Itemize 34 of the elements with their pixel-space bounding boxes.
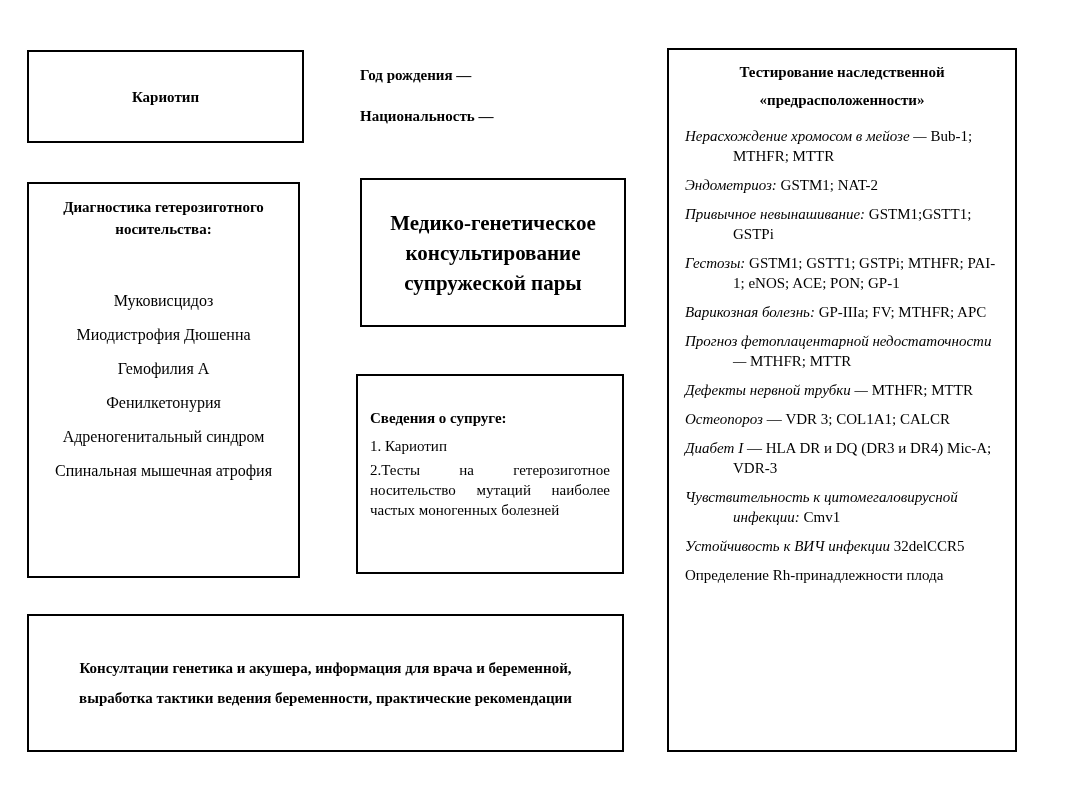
spouse-info-box	[356, 374, 624, 574]
form-field-label: Национальность —	[360, 107, 494, 126]
test-entry: Остеопороз — VDR 3; COL1A1; CALCR	[685, 410, 952, 429]
box-text: Кариотип	[131, 87, 200, 107]
disease-name: Спинальная мышечная атрофия	[54, 461, 272, 481]
test-entry: Нерасхождение хромосом в мейозе — Bub-1; MTHFR; MTTR	[685, 127, 974, 166]
box-heading: Диагностика гетерозиготного носительства:	[62, 198, 265, 239]
central-title: Медико-генетическое консультирование супружеской пары	[389, 209, 597, 297]
disease-name: Миодистрофия Дюшенна	[76, 325, 251, 345]
diagnostics-box	[27, 182, 300, 578]
test-entry: Чувствительность к цитомегаловирусной инфекции: Cmv1	[685, 488, 959, 527]
test-entry: Устойчивость к ВИЧ инфекции 32delCCR5	[685, 537, 966, 556]
central-box	[360, 178, 626, 327]
info-item: 1. Кариотип	[370, 437, 448, 456]
test-entry: Привычное невынашивание: GSTM1;GSTT1; GSTPi	[685, 205, 973, 244]
test-entry: Гестозы: GSTM1; GSTT1; GSTPi; MTHFR; PAI-1; eNOS; ACE; PON; GP-1	[685, 254, 997, 293]
test-entry: Диабет I — HLA DR и DQ (DR3 и DR4) Mic-A; VDR-3	[685, 439, 993, 478]
disease-name: Гемофилия А	[117, 359, 210, 379]
text-box	[27, 50, 304, 143]
box-heading: Сведения о супруге:	[370, 409, 508, 428]
box-heading: Тестирование наследственной «предрасположенности»	[738, 63, 946, 110]
info-item: 2.Тесты на гетерозиготное носительство мутаций наиболее частых моногенных болезней	[370, 461, 610, 520]
box-text: Консултации генетика и акушера, информация для врача и беременной, выработка тактики ведения беременности, практические рекомендации	[78, 659, 573, 708]
disease-name: Муковисцидоз	[113, 291, 214, 311]
disease-name: Фенилкетонурия	[106, 393, 221, 413]
text-box	[27, 614, 624, 752]
test-entry: Прогноз фетоплацентарной недостаточности — MTHFR; MTTR	[685, 332, 993, 371]
testing-box	[667, 48, 1017, 752]
test-entry: Варикозная болезнь: GP-IIIa; FV; MTHFR; APC	[685, 303, 988, 322]
form-field-label: Год рождения —	[360, 66, 472, 85]
disease-name: Адреногенитальный синдром	[62, 427, 265, 447]
test-entry: Определение Rh-принадлежности плода	[685, 566, 945, 585]
test-entry: Дефекты нервной трубки — MTHFR; MTTR	[685, 381, 974, 400]
test-entry: Эндометриоз: GSTM1; NAT-2	[685, 176, 879, 195]
